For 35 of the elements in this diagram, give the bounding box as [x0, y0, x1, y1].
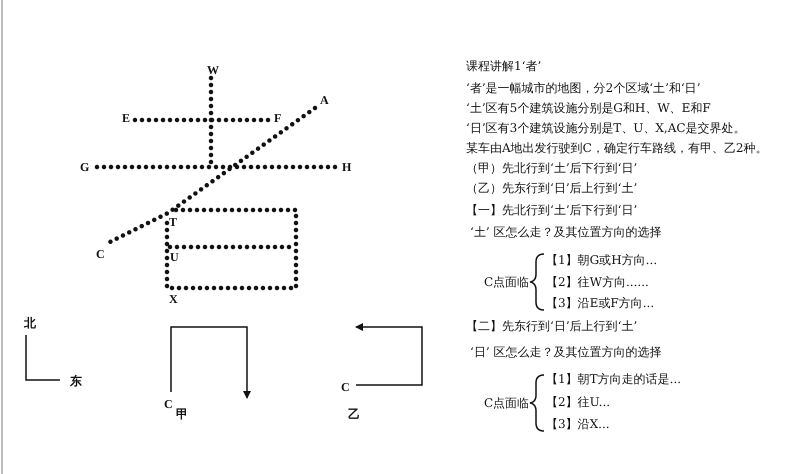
text-line: ‘日’区有3个建筑设施分别是T、U、X,AC是交界处。 [466, 122, 746, 134]
map-letter: F [274, 112, 282, 124]
title: 课程讲解1‘者’ [466, 60, 542, 72]
brace-label: C点面临 [484, 397, 530, 409]
option-text: 【3】沿E或F方向... [546, 297, 654, 309]
map-letter: U [170, 251, 179, 263]
map-letter: A [320, 94, 329, 106]
route-label: 乙 [348, 408, 360, 420]
question-text: ‘日’ 区怎么走？及其位置方向的选择 [470, 346, 662, 358]
option-text: 【1】朝T方向走的话是... [546, 373, 682, 385]
option-text: 【1】朝G或H方向... [546, 254, 658, 266]
section-heading: 【一】先北行到‘土’后下行到‘日’ [466, 204, 638, 216]
text-line: 某车由A地出发行驶到C，确定行车路线，有甲、乙2种。 [466, 142, 768, 154]
compass-label: 东 [70, 375, 82, 387]
text-line: ‘者’是一幅城市的地图，分2个区域‘土’和‘日’ [466, 82, 701, 94]
option-text: 【2】往U... [546, 396, 610, 408]
brace-label: C点面临 [484, 276, 530, 288]
route-start-label: C [164, 398, 173, 410]
map-letter: X [169, 293, 178, 305]
map-letter: T [169, 216, 178, 228]
map-letter: G [80, 161, 90, 173]
text-line: （乙）先东行到‘日’后上行到‘土’ [466, 182, 638, 194]
map-letter: C [96, 248, 105, 260]
question-text: ‘土’ 区怎么走？及其位置方向的选择 [470, 226, 662, 238]
route-start-label: C [341, 381, 350, 393]
map-letter: E [122, 112, 130, 124]
map-letter: H [342, 161, 352, 173]
text-line: （甲）先北行到‘土’后下行到‘日’ [466, 162, 638, 174]
section-heading: 【二】先东行到‘日’后上行到‘土’ [466, 320, 638, 332]
option-text: 【3】沿X... [546, 418, 610, 430]
option-text: 【2】往W方向...... [546, 276, 649, 288]
text-line: ‘土’区有5个建筑设施分别是G和H、W、E和F [466, 102, 711, 114]
route-label: 甲 [176, 408, 188, 420]
map-letter: W [207, 64, 219, 76]
compass-label: 北 [24, 317, 36, 329]
